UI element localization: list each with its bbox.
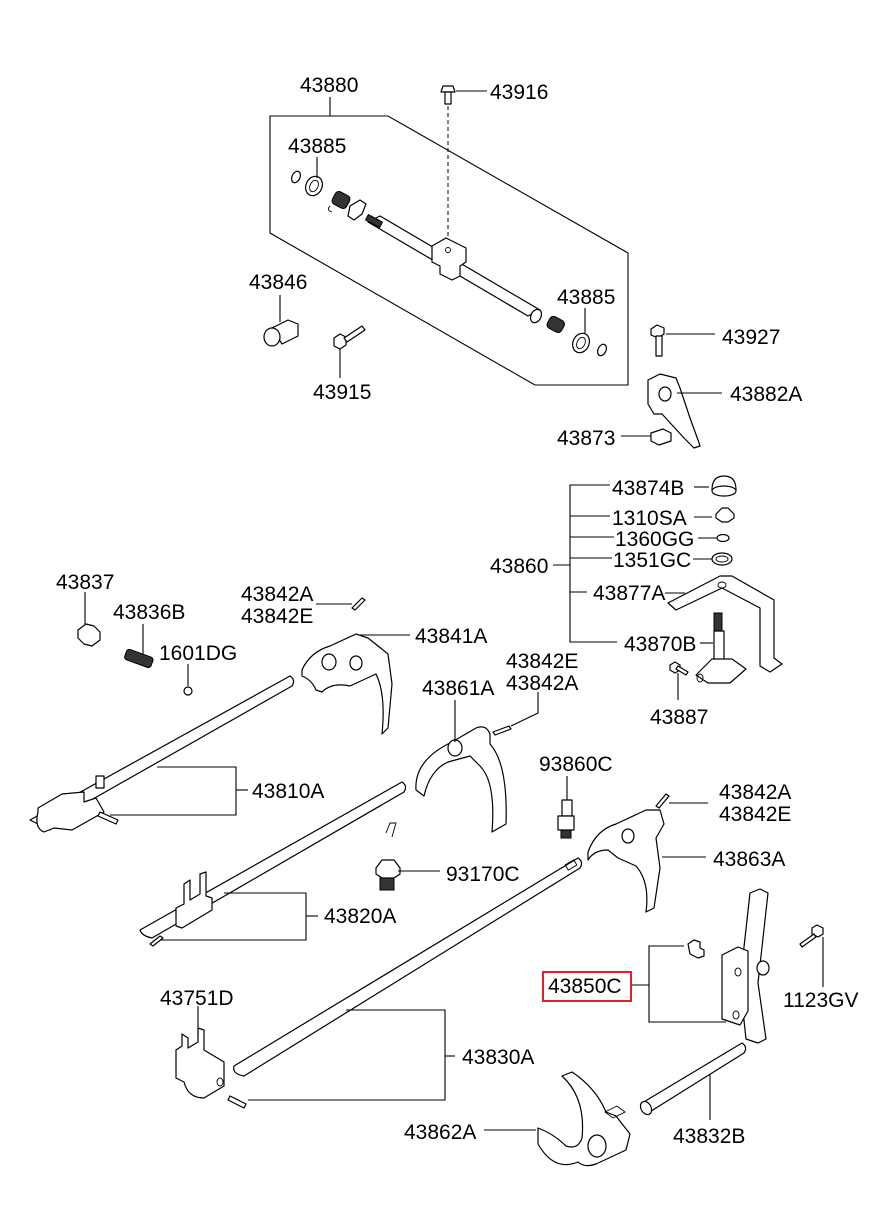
bolt-43915: [333, 325, 366, 378]
spring-43836B: [124, 624, 154, 669]
clip-plate: [347, 199, 367, 221]
part-label-1310SA[interactable]: 1310SA: [612, 507, 687, 530]
fork-43862A: [484, 1071, 631, 1167]
part-label-43861A[interactable]: 43861A: [422, 677, 494, 700]
part-label-43820A[interactable]: 43820A: [324, 905, 396, 928]
bolt-43927: [650, 324, 715, 357]
part-label-1360GG[interactable]: 1360GG: [615, 528, 694, 551]
highlight-box-43850C: [542, 971, 632, 1002]
pin-43870B: [695, 612, 747, 684]
part-label-93860C[interactable]: 93860C: [539, 753, 613, 776]
part-label-43850C[interactable]: 43850C: [548, 975, 622, 998]
part-label-43916[interactable]: 43916: [490, 81, 548, 104]
part-label-43880[interactable]: 43880: [300, 74, 358, 97]
block-43873: [621, 428, 672, 446]
part-label-43842E-3[interactable]: 43842E: [719, 803, 791, 826]
part-label-43887[interactable]: 43887: [650, 706, 708, 729]
bolt-43916: [440, 85, 456, 250]
part-label-43841A[interactable]: 43841A: [415, 625, 487, 648]
fork-43863A: [587, 809, 706, 913]
part-label-93170C[interactable]: 93170C: [446, 863, 520, 886]
ball-1601DG: [183, 664, 193, 696]
seal-43885-right: [572, 332, 590, 354]
washer-1351GC: [693, 552, 733, 566]
part-label-1351GC[interactable]: 1351GC: [613, 549, 691, 572]
part-label-43837[interactable]: 43837: [56, 571, 114, 594]
part-label-43862A[interactable]: 43862A: [404, 1121, 476, 1144]
part-label-43836B[interactable]: 43836B: [113, 601, 185, 624]
sensor-93170C: [375, 822, 440, 891]
part-label-43842A-1[interactable]: 43842A: [241, 583, 313, 606]
part-label-43860[interactable]: 43860: [490, 555, 548, 578]
pin-43842-right: [655, 793, 708, 809]
bracket-43877A: [665, 575, 783, 673]
part-label-1123GV[interactable]: 1123GV: [783, 989, 859, 1012]
part-label-1601DG[interactable]: 1601DG: [159, 642, 237, 665]
plug-43846: [263, 295, 299, 347]
part-label-43870B[interactable]: 43870B: [624, 633, 696, 656]
part-label-43810A[interactable]: 43810A: [252, 780, 324, 803]
seal-43885-left: [305, 175, 323, 197]
part-label-43830A[interactable]: 43830A: [462, 1046, 534, 1069]
nut-1310SA: [694, 507, 735, 523]
plug-43837: [77, 592, 101, 647]
lever-43882A: [647, 373, 722, 449]
part-label-43873[interactable]: 43873: [557, 427, 615, 450]
switch-93860C: [557, 776, 575, 839]
spring-left: [327, 190, 351, 213]
shift-shaft: [364, 213, 543, 324]
spring-right: [546, 315, 565, 334]
fork-43861A: [415, 700, 507, 833]
pin-43842-mid: [492, 692, 539, 736]
assembly-43880-outline: [269, 115, 629, 386]
cap-43874B: [694, 475, 737, 497]
part-label-43842A-3[interactable]: 43842A: [719, 781, 791, 804]
part-label-43863A[interactable]: 43863A: [713, 848, 785, 871]
part-label-43927[interactable]: 43927: [722, 326, 780, 349]
rail-43810A: [29, 675, 295, 833]
part-label-43885-b[interactable]: 43885: [557, 286, 615, 309]
washer-1360GG: [698, 533, 730, 543]
part-label-43842E-2[interactable]: 43842E: [506, 650, 578, 673]
plate-43850C: [632, 888, 770, 1044]
part-label-43885-a[interactable]: 43885: [288, 135, 346, 158]
o-ring-left: [290, 170, 302, 184]
block-43751D: [175, 1006, 225, 1099]
shaft-43832B: [639, 1042, 747, 1120]
bolt-1123GV: [799, 924, 824, 987]
part-label-43832B[interactable]: 43832B: [673, 1125, 745, 1148]
pin-43842-top: [316, 597, 366, 611]
rail-43830A: [227, 857, 583, 1109]
group-43860: [553, 484, 617, 643]
part-label-43877A[interactable]: 43877A: [593, 582, 665, 605]
part-label-43751D[interactable]: 43751D: [160, 987, 234, 1010]
part-label-43915[interactable]: 43915: [313, 381, 371, 404]
o-ring-right: [596, 343, 608, 357]
part-label-43882A[interactable]: 43882A: [730, 383, 802, 406]
bolt-43887: [669, 661, 689, 700]
part-label-43842E-1[interactable]: 43842E: [241, 605, 313, 628]
assembly-43880: 43880 43916 43885: [269, 74, 629, 386]
part-label-43846[interactable]: 43846: [249, 271, 307, 294]
rail-43820A: [139, 781, 407, 947]
part-label-43842A-2[interactable]: 43842A: [506, 672, 578, 695]
part-label-43874B[interactable]: 43874B: [612, 477, 684, 500]
fork-43841A: [301, 633, 410, 735]
